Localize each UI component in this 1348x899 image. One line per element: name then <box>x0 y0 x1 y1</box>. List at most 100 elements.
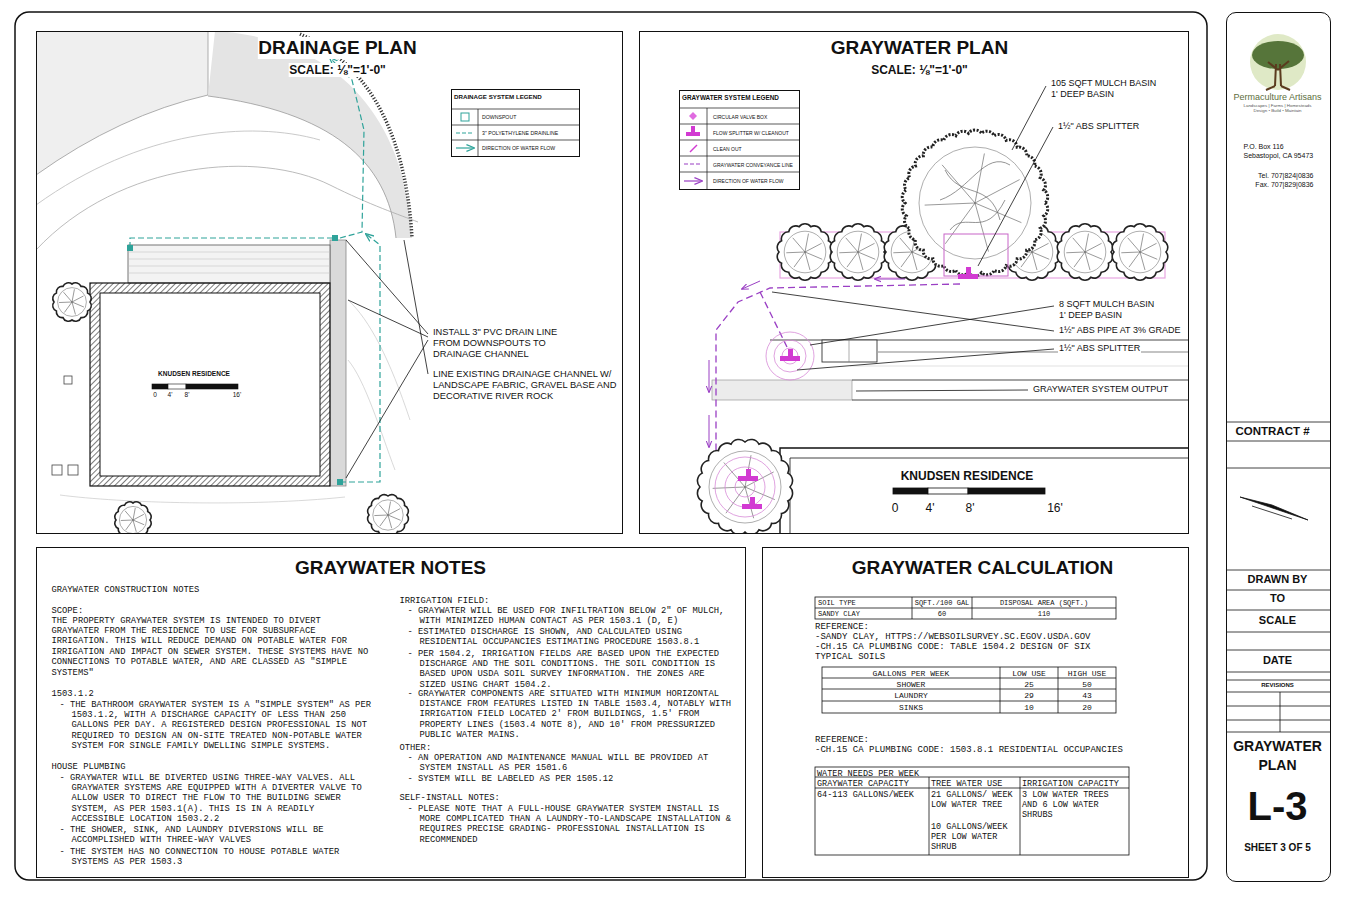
deck-line <box>850 366 1188 367</box>
drain-line <box>340 234 380 482</box>
tree-branch <box>1074 252 1085 267</box>
tree-branch <box>975 180 1020 203</box>
note-text: GRAYWATER CONSTRUCTION NOTES <box>52 585 372 595</box>
deck-board <box>128 273 330 274</box>
tree-branch <box>858 252 863 270</box>
scale-note: SCALE: ⅛"=1'-0" <box>288 63 387 77</box>
flow-splitter <box>750 497 755 505</box>
legend-text: FLOW SPLITTER W/ CLEANOUT <box>713 130 789 136</box>
table-cell: TREE WATER USE <box>931 779 1019 789</box>
callout-text: 8 SQFT MULCH BASIN <box>1058 299 1155 310</box>
table-cell: LOW USE <box>1001 669 1057 679</box>
table-cell: 10 <box>1001 703 1057 713</box>
grade-line <box>37 166 418 250</box>
contour-line <box>348 300 410 420</box>
leader-line <box>404 240 428 374</box>
tree-ring <box>919 147 1031 259</box>
flow-arrow-symbol <box>456 147 474 148</box>
note-bullet: - THE BATHROOM GRAYWATER SYSTEM IS A "SI… <box>60 700 372 752</box>
table-cell: LAUNDRY <box>826 691 996 701</box>
scale-bar <box>968 488 1045 494</box>
house-outline <box>790 458 1188 533</box>
tree-canopy <box>697 439 792 533</box>
table-cell: 43 <box>1059 691 1115 701</box>
legend-grid <box>451 109 580 110</box>
channel-edge <box>208 96 396 238</box>
note-text: SCOPE: <box>52 606 372 616</box>
scale-bar <box>186 384 238 389</box>
legend-grid <box>478 109 479 157</box>
splitter-symbol <box>691 126 695 133</box>
table-cell: 29 <box>1001 691 1057 701</box>
tree-ring <box>709 451 781 523</box>
tree-branch <box>805 252 822 259</box>
callout-text: 1½" ABS SPLITTER <box>1057 121 1140 132</box>
legend-grid <box>679 172 800 173</box>
legend-text: 3" POLYETHYLENE DRAINLINE <box>482 130 558 136</box>
note-text: IRRIGATION FIELD: <box>400 596 735 606</box>
downspout <box>332 235 338 241</box>
note-text: THE PROPERTY GRAYWATER SYSTEM IS INTENDE… <box>52 616 372 678</box>
tree-branch <box>794 252 805 267</box>
legend-text: DOWNSPOUT <box>482 114 516 120</box>
note-bullet: - THE SYSTEM HAS NO CONNECTION TO HOUSE … <box>60 847 372 868</box>
sheet-number: L-3 <box>1248 784 1308 828</box>
tree-branch <box>745 455 751 487</box>
conveyance-symbol <box>684 163 702 164</box>
tree-branch <box>901 252 912 267</box>
tree-ring <box>373 500 403 530</box>
tree-branch <box>858 243 875 252</box>
fixture <box>68 465 78 475</box>
scale-tick: 4' <box>926 501 935 515</box>
tree-branch <box>388 515 392 528</box>
logo-trunk <box>1266 61 1290 90</box>
valve-box-symbol <box>689 112 697 120</box>
drainage-drawing <box>37 32 418 533</box>
flow-arrow-symbol <box>684 180 702 181</box>
callout-text: 1½" ABS SPLITTER <box>1058 343 1141 354</box>
drainage-channel <box>208 32 412 238</box>
house-interior <box>100 293 320 476</box>
tree-branch <box>388 502 391 515</box>
table-cell: GALLONS PER WEEK <box>826 669 996 679</box>
leader-line <box>856 390 1028 391</box>
table-cell: DISPOSAL AREA (SQFT.) <box>974 599 1114 608</box>
tree-branch <box>64 292 72 302</box>
tree-branch <box>125 511 133 520</box>
callout-text: 1' DEEP BASIN <box>1058 310 1123 321</box>
tree-branch <box>133 508 135 520</box>
tree-branch <box>72 302 84 307</box>
tree-detail <box>940 162 1010 230</box>
leader-line <box>1012 86 1046 150</box>
tree-branch <box>59 302 72 304</box>
logo-ground <box>1250 34 1306 90</box>
scale-tick: 0 <box>153 391 157 399</box>
note-bullet: - GRAYWATER WILL BE USED FOR INFILTRATIO… <box>408 606 736 627</box>
tree-ring <box>1064 231 1106 273</box>
downspout <box>127 245 133 251</box>
field-label: CONTRACT # <box>1235 425 1309 439</box>
title-block-rule <box>1227 672 1330 673</box>
phone: Fax. 707|829|0836 <box>1255 181 1313 189</box>
flow-arrow <box>875 279 905 280</box>
house-outline <box>780 448 1188 533</box>
side-strip <box>330 240 346 486</box>
graywater-drawing <box>697 130 1188 533</box>
scale-tick: 8' <box>966 501 975 515</box>
company-tagline: Design • Build • Maintain <box>1254 108 1302 113</box>
flow-arrow <box>709 415 710 447</box>
mulch-basin-ring <box>774 340 806 372</box>
tree-branch <box>388 515 401 520</box>
note-bullet: - GRAYWATER WILL BE DIVERTED USING THREE… <box>60 773 372 825</box>
table-cell: WATER NEEDS PER WEEK <box>817 769 1017 779</box>
tree-ring <box>837 231 879 273</box>
tree-ring <box>784 231 826 273</box>
legend-grid <box>679 108 800 109</box>
note-bullet: - GRAYWATER COMPONENTS ARE SITUATED WITH… <box>408 689 736 741</box>
reference-text: -CH.15 CA PLUMBING CODE: 1503.8.1 RESIDE… <box>815 745 1185 755</box>
tree-branch <box>1085 252 1102 259</box>
table-cell: 50 <box>1059 680 1115 690</box>
tree-branch <box>64 302 72 312</box>
panel-title: GRAYWATER PLAN <box>830 37 1009 59</box>
